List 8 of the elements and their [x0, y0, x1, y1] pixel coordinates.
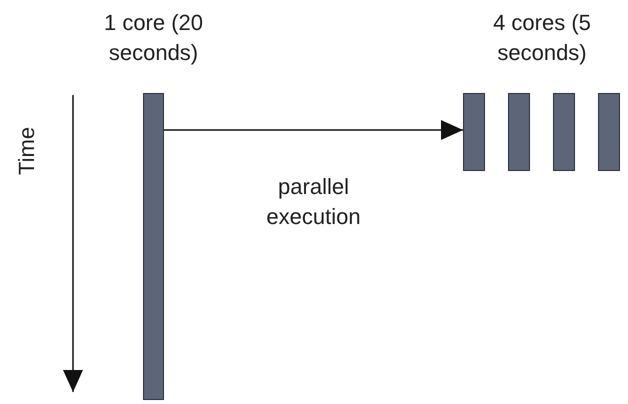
arrow [164, 120, 463, 140]
core-bar [463, 93, 485, 171]
heading-text: 4 cores (5 seconds) [492, 9, 592, 67]
heading-text: 1 core (20 seconds) [102, 9, 204, 67]
core-bar [598, 93, 620, 171]
core-bar [508, 93, 530, 171]
core-bar [553, 93, 575, 171]
axis-label: Time [13, 126, 40, 175]
